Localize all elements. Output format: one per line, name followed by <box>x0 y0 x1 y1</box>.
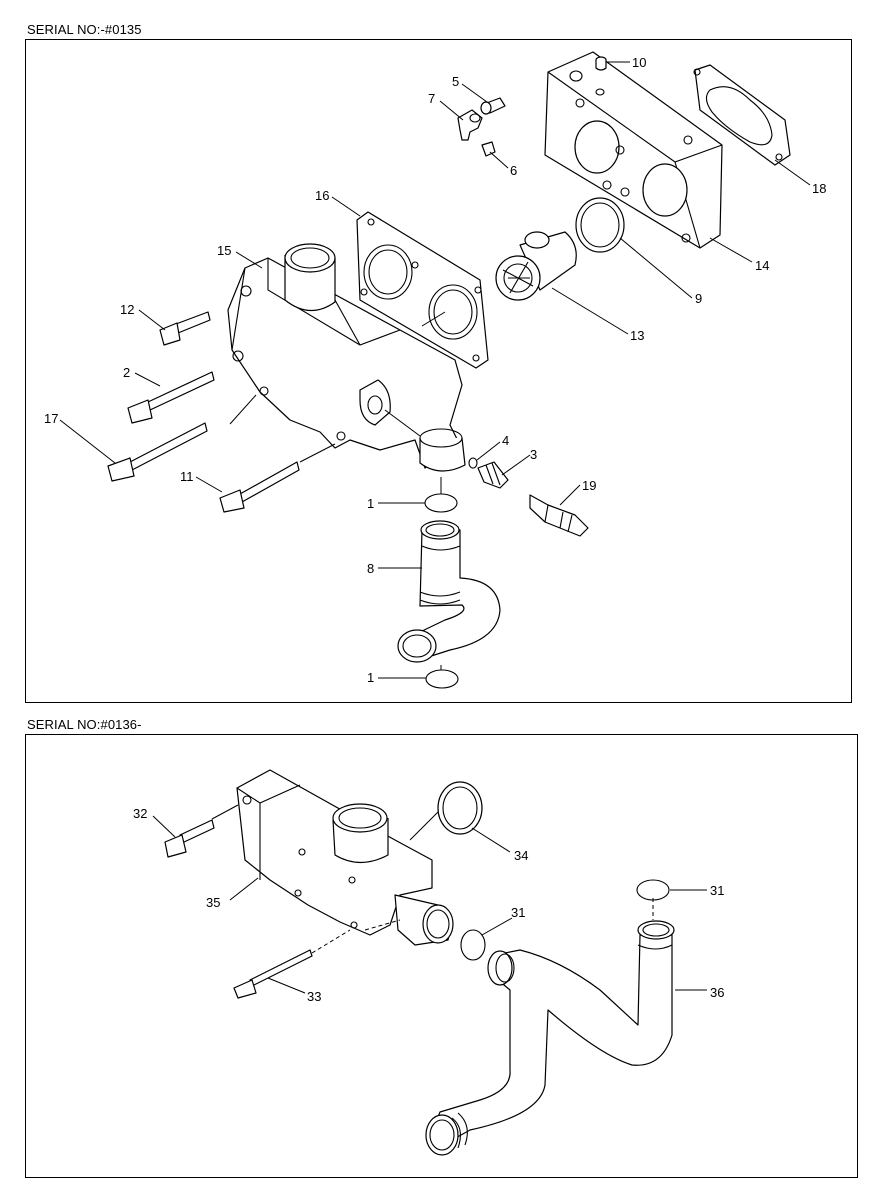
part-1-o-ring-lower <box>425 669 459 689</box>
part-32-bolt <box>164 819 215 858</box>
callout-9: 9 <box>695 291 702 306</box>
callout-33: 33 <box>307 989 321 1004</box>
part-14-housing-plate <box>544 51 723 249</box>
part-17-bolt <box>107 422 208 482</box>
part-12-bolt <box>159 311 211 346</box>
callout-32: 32 <box>133 806 147 821</box>
diagram-panel-top <box>25 39 852 703</box>
part-19-temperature-sensor <box>529 494 589 537</box>
callout-10: 10 <box>632 55 646 70</box>
part-31-o-ring-middle <box>460 929 486 961</box>
callout-31-middle: 31 <box>511 905 525 920</box>
callout-6: 6 <box>510 163 517 178</box>
part-6-plug <box>481 141 496 157</box>
leader-lines-top <box>59 61 811 679</box>
part-5-union <box>480 97 506 115</box>
callout-11: 11 <box>180 469 194 484</box>
callout-14: 14 <box>755 258 769 273</box>
callout-8: 8 <box>367 561 374 576</box>
callout-2: 2 <box>123 365 130 380</box>
callout-12: 12 <box>120 302 134 317</box>
callout-36: 36 <box>710 985 724 1000</box>
part-31-o-ring-right <box>636 879 670 901</box>
callout-17: 17 <box>44 411 58 426</box>
part-15-outlet-housing <box>227 243 466 472</box>
callout-13: 13 <box>630 328 644 343</box>
callout-19: 19 <box>582 478 596 493</box>
leader-lines-bottom <box>152 804 707 994</box>
callout-1-lower: 1 <box>367 670 374 685</box>
part-2-bolt <box>127 371 215 424</box>
part-16-gasket <box>356 211 489 369</box>
part-7-elbow <box>457 109 483 141</box>
callout-15: 15 <box>217 243 231 258</box>
diagram-panel-bottom <box>25 734 858 1178</box>
serial-label-bottom: SERIAL NO:#0136- <box>27 717 142 732</box>
part-3-adapter <box>477 461 509 489</box>
part-35-outlet-housing <box>236 769 454 946</box>
part-36-coolant-pipe <box>425 920 675 1156</box>
serial-label-top: SERIAL NO:-#0135 <box>27 22 142 37</box>
part-4-o-ring <box>468 457 478 469</box>
callout-18: 18 <box>812 181 826 196</box>
callout-7: 7 <box>428 91 435 106</box>
part-18-gasket <box>693 64 791 166</box>
callout-31-right: 31 <box>710 883 724 898</box>
callout-3: 3 <box>530 447 537 462</box>
part-33-long-bolt <box>233 949 313 999</box>
callout-1-upper: 1 <box>367 496 374 511</box>
part-11-bolt <box>219 461 300 513</box>
part-1-o-ring-upper <box>424 493 458 513</box>
callout-34: 34 <box>514 848 528 863</box>
callout-35: 35 <box>206 895 220 910</box>
callout-5: 5 <box>452 74 459 89</box>
part-8-elbow-pipe <box>397 520 501 663</box>
part-13-thermostat <box>495 231 577 301</box>
part-10-plug <box>595 56 607 71</box>
part-34-seal-ring <box>437 781 483 835</box>
callout-16: 16 <box>315 188 329 203</box>
part-9-seal-ring <box>575 197 625 253</box>
callout-4: 4 <box>502 433 509 448</box>
